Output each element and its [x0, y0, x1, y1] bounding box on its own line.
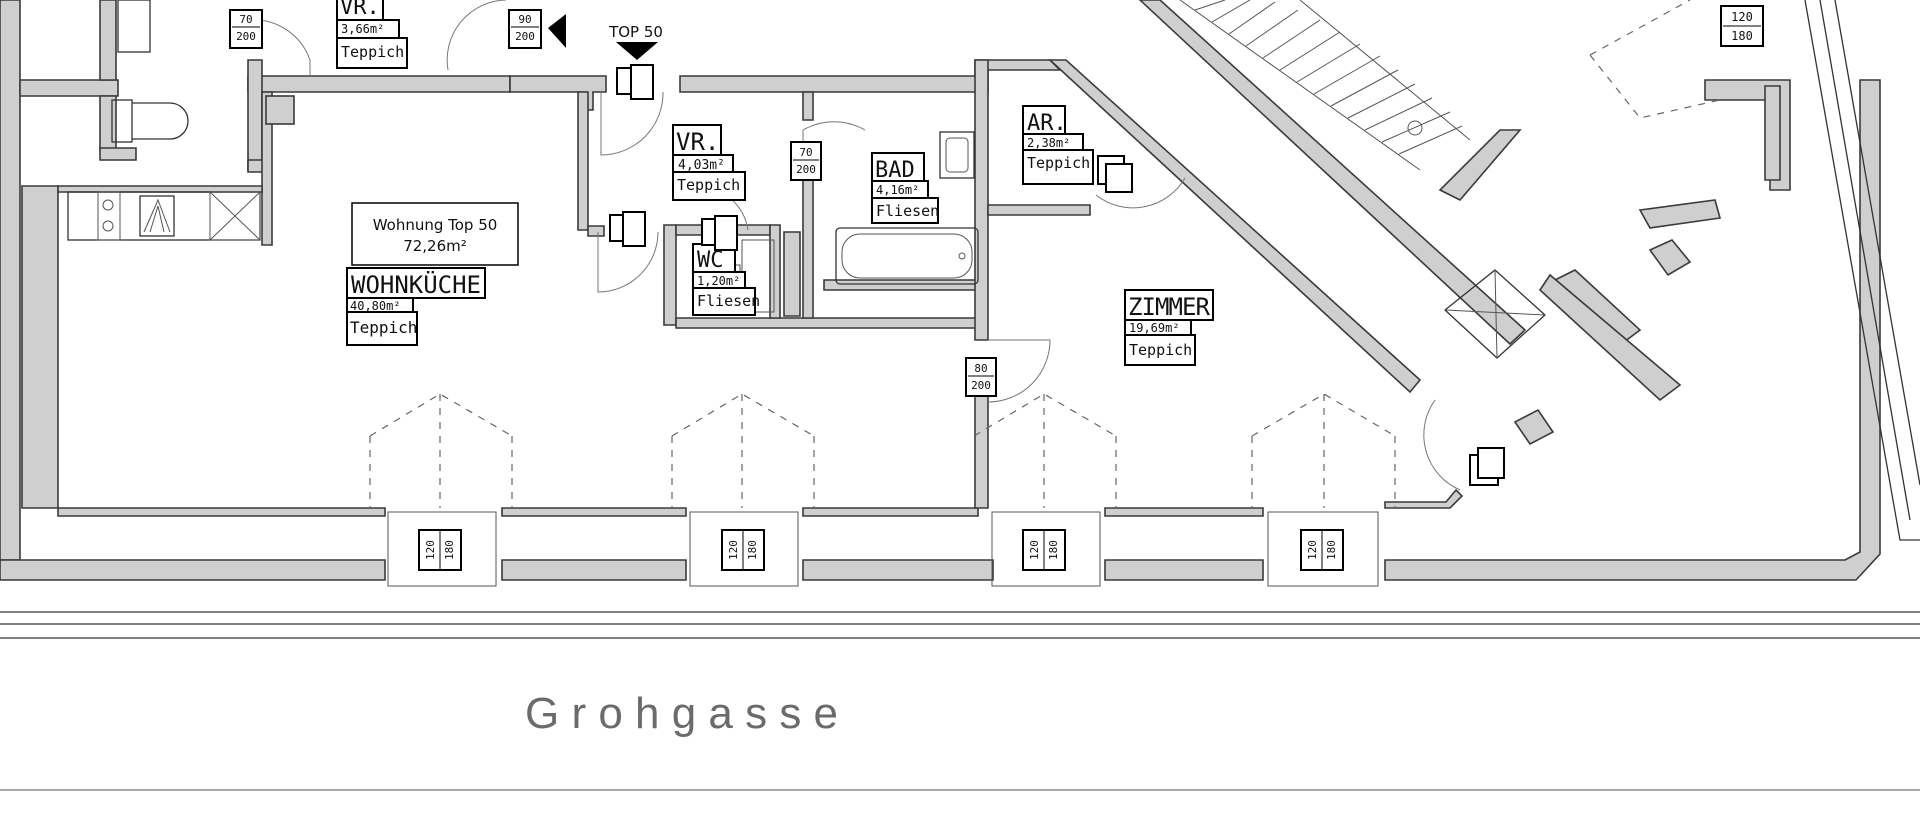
svg-text:70: 70 [239, 13, 252, 26]
room-floor: Teppich [677, 176, 740, 194]
room-floor: Fliesen [697, 292, 760, 310]
door-tag: 70 200 [229, 9, 263, 49]
apartment-area: 72,26m² [403, 237, 467, 255]
apartment-label: Wohnung Top 50 72,26m² [351, 202, 519, 266]
door-tag: 80 200 [965, 357, 997, 397]
room-floor: Teppich [341, 43, 404, 61]
entrance-arrow-icon [616, 42, 658, 60]
svg-text:180: 180 [443, 540, 456, 560]
room-label-wohnkueche: WOHNKÜCHE 40,80m² Teppich [346, 267, 486, 346]
room-name: VR. [340, 0, 380, 20]
window-tag: 120 180 [1022, 529, 1066, 571]
svg-text:80: 80 [974, 362, 987, 375]
room-area: 2,38m² [1027, 136, 1070, 150]
door-tag-rotated [609, 64, 1505, 486]
svg-text:120: 120 [1306, 540, 1319, 560]
room-area: 3,66m² [341, 22, 384, 36]
room-label-wc: WC 1,20m² Fliesen [692, 243, 760, 316]
staircase [1179, 0, 1471, 171]
room-area: 19,69m² [1129, 321, 1180, 335]
svg-text:180: 180 [1047, 540, 1060, 560]
svg-text:180: 180 [1325, 540, 1338, 560]
room-name: BAD [875, 158, 915, 183]
apartment-name: Wohnung Top 50 [373, 216, 498, 234]
elevator-shaft [1444, 239, 1692, 446]
room-floor: Fliesen [876, 202, 939, 220]
room-label-vr: VR. 4,03m² Teppich [672, 124, 746, 201]
svg-text:120: 120 [1731, 10, 1753, 24]
room-name: ZIMMER [1128, 293, 1211, 321]
window-tag: 120 180 [1300, 529, 1344, 571]
fixtures [67, 0, 979, 314]
window-tag: 120 180 [418, 529, 462, 571]
room-area: 1,20m² [697, 274, 740, 288]
door-tag: 70 200 [790, 141, 822, 181]
room-name: WOHNKÜCHE [351, 270, 481, 299]
svg-text:180: 180 [1731, 29, 1753, 43]
svg-text:200: 200 [796, 163, 816, 176]
street-lines [0, 0, 1920, 791]
room-label-neighbor-vr: VR. 3,66m² Teppich [336, 0, 408, 69]
room-floor: Teppich [350, 318, 417, 337]
window-lines [369, 0, 1721, 587]
window-tags: 120 180 120 180 120 180 120 180 120 180 [418, 5, 1764, 571]
street-name: G r o h g a s s e [525, 689, 838, 738]
room-floor: Teppich [1129, 341, 1192, 359]
entrance-label: TOP 50 [608, 23, 663, 41]
room-label-zimmer: ZIMMER 19,69m² Teppich [1124, 289, 1214, 366]
neighbor-entrance-arrow-icon [548, 14, 566, 48]
svg-text:70: 70 [799, 146, 812, 159]
room-area: 4,16m² [876, 183, 919, 197]
room-name: AR. [1027, 111, 1067, 136]
svg-text:120: 120 [1028, 540, 1041, 560]
svg-text:200: 200 [971, 379, 991, 392]
entrance-marker: TOP 50 [548, 14, 663, 60]
svg-text:200: 200 [515, 30, 535, 43]
svg-text:90: 90 [518, 13, 531, 26]
svg-text:200: 200 [236, 30, 256, 43]
room-label-ar: AR. 2,38m² Teppich [1022, 105, 1094, 185]
room-name: VR. [676, 128, 719, 156]
window-tag: 120 180 [1720, 5, 1764, 47]
svg-text:180: 180 [746, 540, 759, 560]
room-area: 4,03m² [678, 158, 725, 173]
room-floor: Teppich [1027, 154, 1090, 172]
room-area: 40,80m² [350, 299, 401, 313]
room-name: WC [697, 248, 724, 273]
room-label-bad: BAD 4,16m² Fliesen [871, 152, 939, 224]
door-tag: 90 200 [508, 9, 542, 49]
walls [0, 0, 1881, 581]
svg-text:120: 120 [424, 540, 437, 560]
window-tag: 120 180 [721, 529, 765, 571]
svg-text:120: 120 [727, 540, 740, 560]
